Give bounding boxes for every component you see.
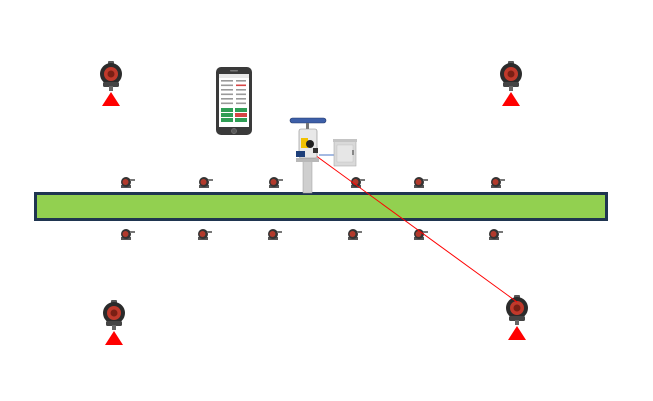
monitoring-prism-bottom-1 [121,229,135,240]
monitoring-prism-bottom-3 [268,229,282,240]
red-triangle-icon [102,92,120,106]
sight-line [307,149,518,303]
control-prism-icon [103,300,125,330]
monitoring-prism-bottom-5 [414,229,428,240]
red-triangle-icon [502,92,520,106]
control-point-2 [500,61,522,106]
app-row-5 [221,98,233,100]
control-point-1 [100,61,122,106]
pillar [302,159,313,194]
app-row-value-1 [236,80,246,82]
app-row-value-4 [236,93,246,96]
monitoring-prism-bottom-6 [489,229,503,240]
app-tile-3-2 [235,118,247,122]
app-tile-2-2 [235,113,247,117]
app-tile-2-1 [221,113,233,117]
app-row-value-5 [236,98,246,100]
app-row-6 [221,102,233,105]
control-prism-icon [506,295,528,325]
phone-home-button [231,128,237,134]
app-row-3 [221,89,233,91]
antenna-mount [306,123,309,129]
monitoring-prism-top-2 [199,177,213,188]
monitoring-prism-top-6 [491,177,505,188]
app-row-value-6 [236,102,246,105]
total-station-icon [296,128,318,159]
app-tile-3-1 [221,118,233,122]
app-row-1 [221,80,233,82]
app-row-value-3 [236,89,246,91]
control-point-4 [506,295,528,340]
monitoring-prism-bottom-4 [348,229,362,240]
app-row-value-2 [236,84,246,87]
app-tile-1-1 [221,108,233,112]
monitoring-prism-top-3 [269,177,283,188]
phone-speaker [230,70,238,72]
monitoring-prism-top-5 [414,177,428,188]
red-triangle-icon [105,331,123,345]
app-row-2 [221,84,233,87]
monitoring-prism-bottom-2 [198,229,212,240]
smartphone-app-icon [216,67,252,135]
app-row-4 [221,93,233,96]
red-triangle-icon [508,326,526,340]
tribrach [296,158,319,162]
control-prism-icon [500,61,522,91]
total-station [289,117,327,194]
monitoring-prism-top-1 [121,177,135,188]
track-bar [37,195,605,218]
control-prism-icon [100,61,122,91]
app-header [219,74,249,78]
gnss-antenna-icon [289,117,327,124]
app-tile-1-2 [235,108,247,112]
control-point-3 [103,300,125,345]
control-cabinet-icon [333,139,357,167]
